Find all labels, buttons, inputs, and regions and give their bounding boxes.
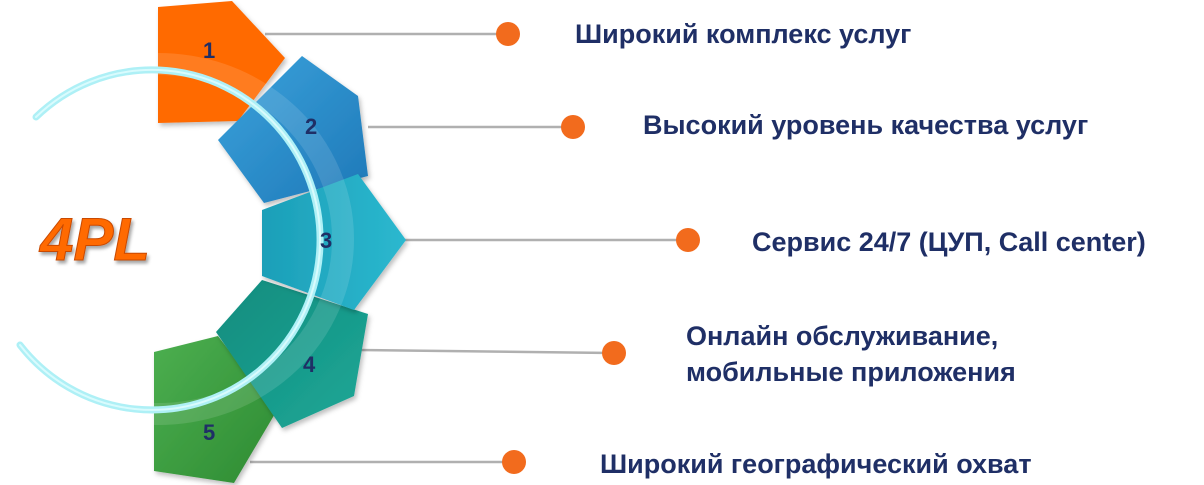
segment-2 — [218, 56, 368, 203]
item-label-4-line-1: Онлайн обслуживание, — [686, 321, 999, 351]
item-label-2: Высокий уровень качества услуг — [643, 110, 1089, 140]
connector-dot-4 — [602, 341, 626, 365]
connector-dot-1 — [496, 22, 520, 46]
connector-dot-5 — [502, 450, 526, 474]
item-label-4-line-2: мобильные приложения — [686, 357, 1016, 387]
connector-dot-2 — [561, 115, 585, 139]
logo-4pl: 4PL — [39, 206, 150, 273]
item-label-5: Широкий географический охват — [600, 449, 1032, 479]
connector-line-4 — [357, 348, 613, 355]
connector-dot-3 — [676, 228, 700, 252]
segment-number-2: 2 — [305, 114, 317, 139]
segment-number-1: 1 — [203, 38, 215, 63]
segment-number-3: 3 — [320, 228, 332, 253]
segment-number-5: 5 — [203, 420, 215, 445]
ring-outline-inner — [19, 68, 322, 411]
item-label-1: Широкий комплекс услуг — [575, 19, 912, 49]
ring-highlight — [107, 53, 355, 425]
segment-4 — [216, 280, 368, 428]
item-label-4: Онлайн обслуживание, мобильные приложени… — [686, 318, 1016, 390]
segment-number-4: 4 — [303, 352, 316, 377]
item-label-3: Сервис 24/7 (ЦУП, Call center) — [752, 227, 1146, 257]
segment-3 — [262, 174, 406, 310]
segment-1 — [158, 1, 285, 123]
